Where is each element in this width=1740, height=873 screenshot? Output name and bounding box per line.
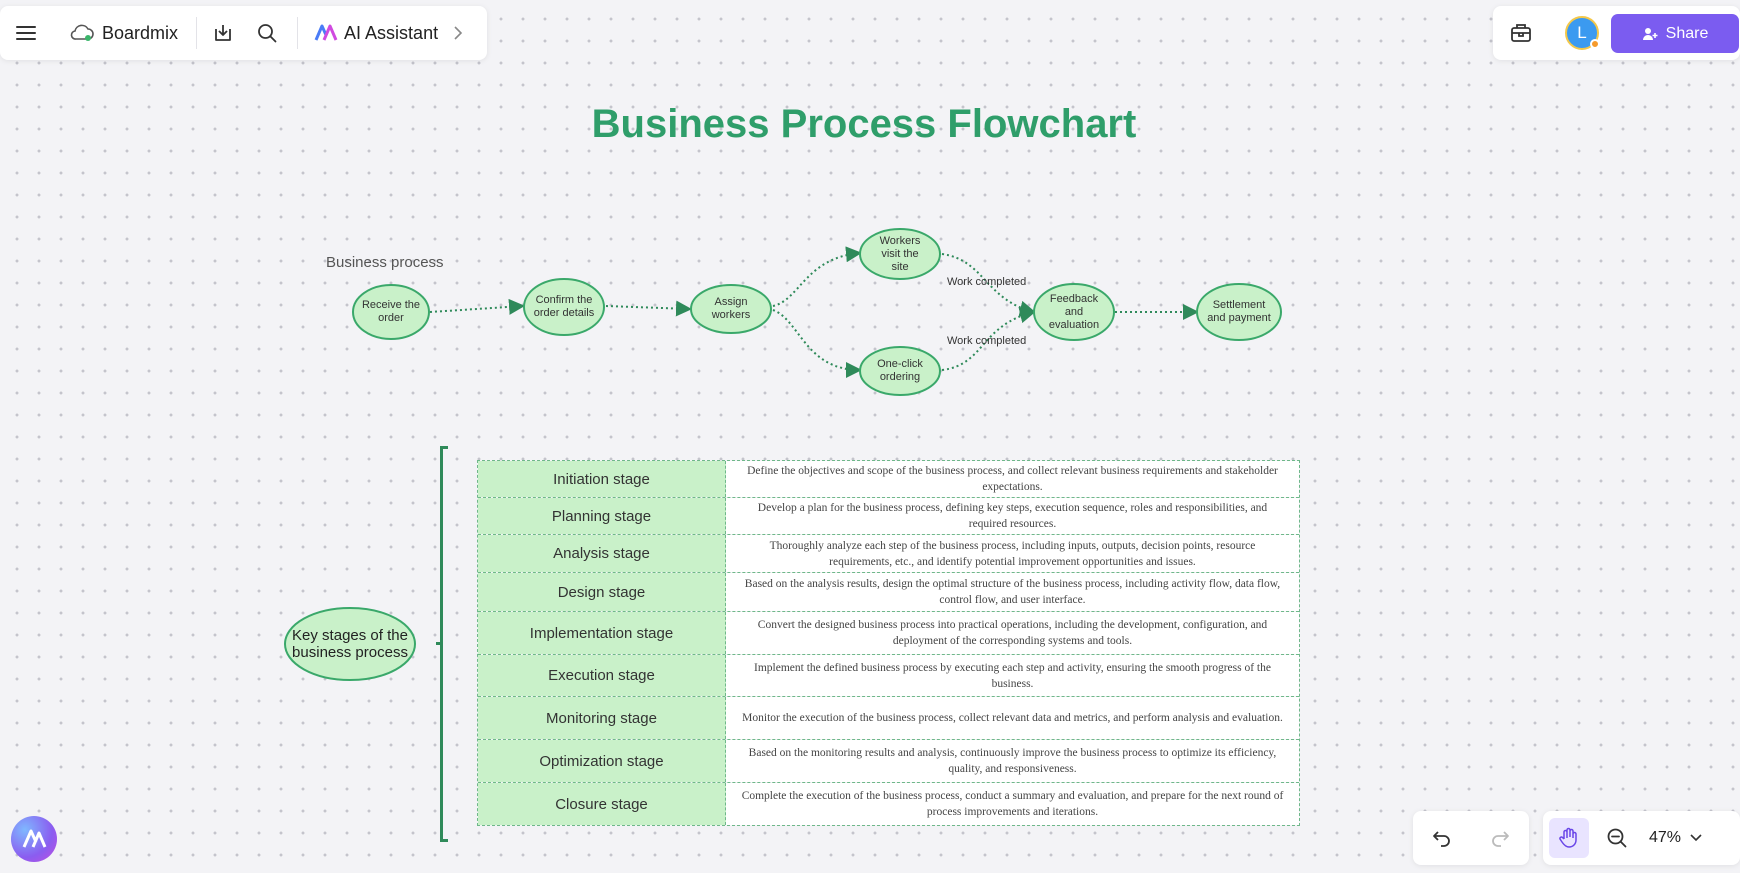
node-visit-label[interactable]: Workers visit the site xyxy=(879,234,921,273)
stage-desc: Complete the execution of the business p… xyxy=(726,783,1299,825)
stage-desc: Based on the analysis results, design th… xyxy=(726,573,1299,611)
top-left-toolbar: Boardmix AI Assistant xyxy=(0,6,487,60)
share-button[interactable]: Share xyxy=(1611,14,1739,53)
ai-assistant-label: AI Assistant xyxy=(344,22,439,43)
edge-confirm-assign xyxy=(605,300,692,317)
hand-icon[interactable] xyxy=(1549,818,1589,858)
edge-oneclick-feedback xyxy=(941,307,1036,371)
stage-desc: Define the objectives and scope of the b… xyxy=(726,461,1299,497)
edge-label-work-completed[interactable]: Work completed xyxy=(947,335,1027,347)
brand-name[interactable]: Boardmix xyxy=(102,22,179,43)
chevron-down-icon[interactable] xyxy=(1685,818,1707,858)
stage-desc: Based on the monitoring results and anal… xyxy=(726,740,1299,782)
edge-assign-visit xyxy=(772,246,862,307)
stage-name: Execution stage xyxy=(478,655,726,696)
zoom-bar: 47% xyxy=(1543,811,1740,865)
table-row: Closure stage Complete the execution of … xyxy=(478,783,1299,825)
zoom-out-icon[interactable] xyxy=(1597,818,1637,858)
ai-logo-icon xyxy=(22,829,47,848)
table-row: Planning stage Develop a plan for the bu… xyxy=(478,498,1299,535)
chevron-right-icon[interactable] xyxy=(444,13,472,53)
node-key-stages xyxy=(284,607,416,681)
node-receive-label[interactable]: Receive the order xyxy=(361,299,421,324)
table-row: Design stage Based on the analysis resul… xyxy=(478,573,1299,612)
top-right-toolbar: L Share xyxy=(1493,6,1740,60)
stage-name: Monitoring stage xyxy=(478,697,726,739)
stage-name: Implementation stage xyxy=(478,612,726,654)
ai-logo-icon xyxy=(314,24,338,42)
node-visit xyxy=(859,228,941,280)
stage-desc: Develop a plan for the business process,… xyxy=(726,498,1299,534)
divider xyxy=(196,17,198,49)
table-row: Optimization stage Based on the monitori… xyxy=(478,740,1299,783)
stage-name: Design stage xyxy=(478,573,726,611)
table-row: Monitoring stage Monitor the execution o… xyxy=(478,697,1299,740)
edge-visit-feedback xyxy=(941,253,1036,317)
stage-desc: Monitor the execution of the business pr… xyxy=(726,697,1299,739)
node-feedback xyxy=(1033,283,1115,341)
table-row: Implementation stage Convert the designe… xyxy=(478,612,1299,655)
add-user-icon xyxy=(1642,26,1658,42)
node-oneclick xyxy=(859,346,941,396)
stage-name: Optimization stage xyxy=(478,740,726,782)
divider xyxy=(297,17,299,49)
edge-label-work-completed[interactable]: Work completed xyxy=(947,276,1027,288)
menu-icon[interactable] xyxy=(6,13,46,53)
stage-desc: Convert the designed business process in… xyxy=(726,612,1299,654)
table-row: Execution stage Implement the defined bu… xyxy=(478,655,1299,697)
edge-assign-oneclick xyxy=(772,309,862,378)
edge-receive-confirm xyxy=(429,298,525,315)
stages-table[interactable]: Initiation stage Define the objectives a… xyxy=(477,460,1300,826)
node-receive xyxy=(352,284,430,340)
ai-assistant-button[interactable]: AI Assistant xyxy=(314,23,438,44)
stage-name: Initiation stage xyxy=(478,461,726,497)
node-confirm xyxy=(523,278,605,336)
node-assign-label[interactable]: Assign workers xyxy=(711,296,751,321)
table-row: Analysis stage Thoroughly analyze each s… xyxy=(478,535,1299,573)
download-icon[interactable] xyxy=(203,13,243,53)
avatar-initial: L xyxy=(1577,23,1587,42)
key-stages-label[interactable]: Key stages of the business process xyxy=(292,627,408,661)
node-assign xyxy=(690,284,772,334)
node-feedback-label[interactable]: Feedback and evaluation xyxy=(1048,292,1100,331)
stage-desc: Thoroughly analyze each step of the busi… xyxy=(726,535,1299,572)
node-settlement-label[interactable]: Settlement and payment xyxy=(1207,299,1271,324)
search-icon[interactable] xyxy=(247,13,287,53)
zoom-level[interactable]: 47% xyxy=(1649,829,1682,846)
stage-desc: Implement the defined business process b… xyxy=(726,655,1299,696)
redo-icon[interactable] xyxy=(1480,818,1520,858)
status-dot xyxy=(1590,39,1600,49)
toolbox-icon[interactable] xyxy=(1501,13,1541,53)
node-confirm-label[interactable]: Confirm the order details xyxy=(533,294,595,319)
share-label: Share xyxy=(1665,24,1709,42)
page-title[interactable]: Business Process Flowchart xyxy=(591,102,1137,146)
table-row: Initiation stage Define the objectives a… xyxy=(478,461,1299,498)
process-label[interactable]: Business process xyxy=(326,254,444,271)
undo-icon[interactable] xyxy=(1422,818,1462,858)
node-settlement xyxy=(1196,283,1282,341)
stage-name: Planning stage xyxy=(478,498,726,534)
cloud-icon xyxy=(66,13,98,53)
stage-name: Closure stage xyxy=(478,783,726,825)
avatar[interactable]: L xyxy=(1565,16,1600,50)
stage-name: Analysis stage xyxy=(478,535,726,572)
boardmix-ai-button[interactable] xyxy=(11,816,57,862)
undo-redo-bar xyxy=(1413,811,1529,865)
node-oneclick-label[interactable]: One-click ordering xyxy=(877,358,923,383)
bracket-tick xyxy=(436,642,442,645)
